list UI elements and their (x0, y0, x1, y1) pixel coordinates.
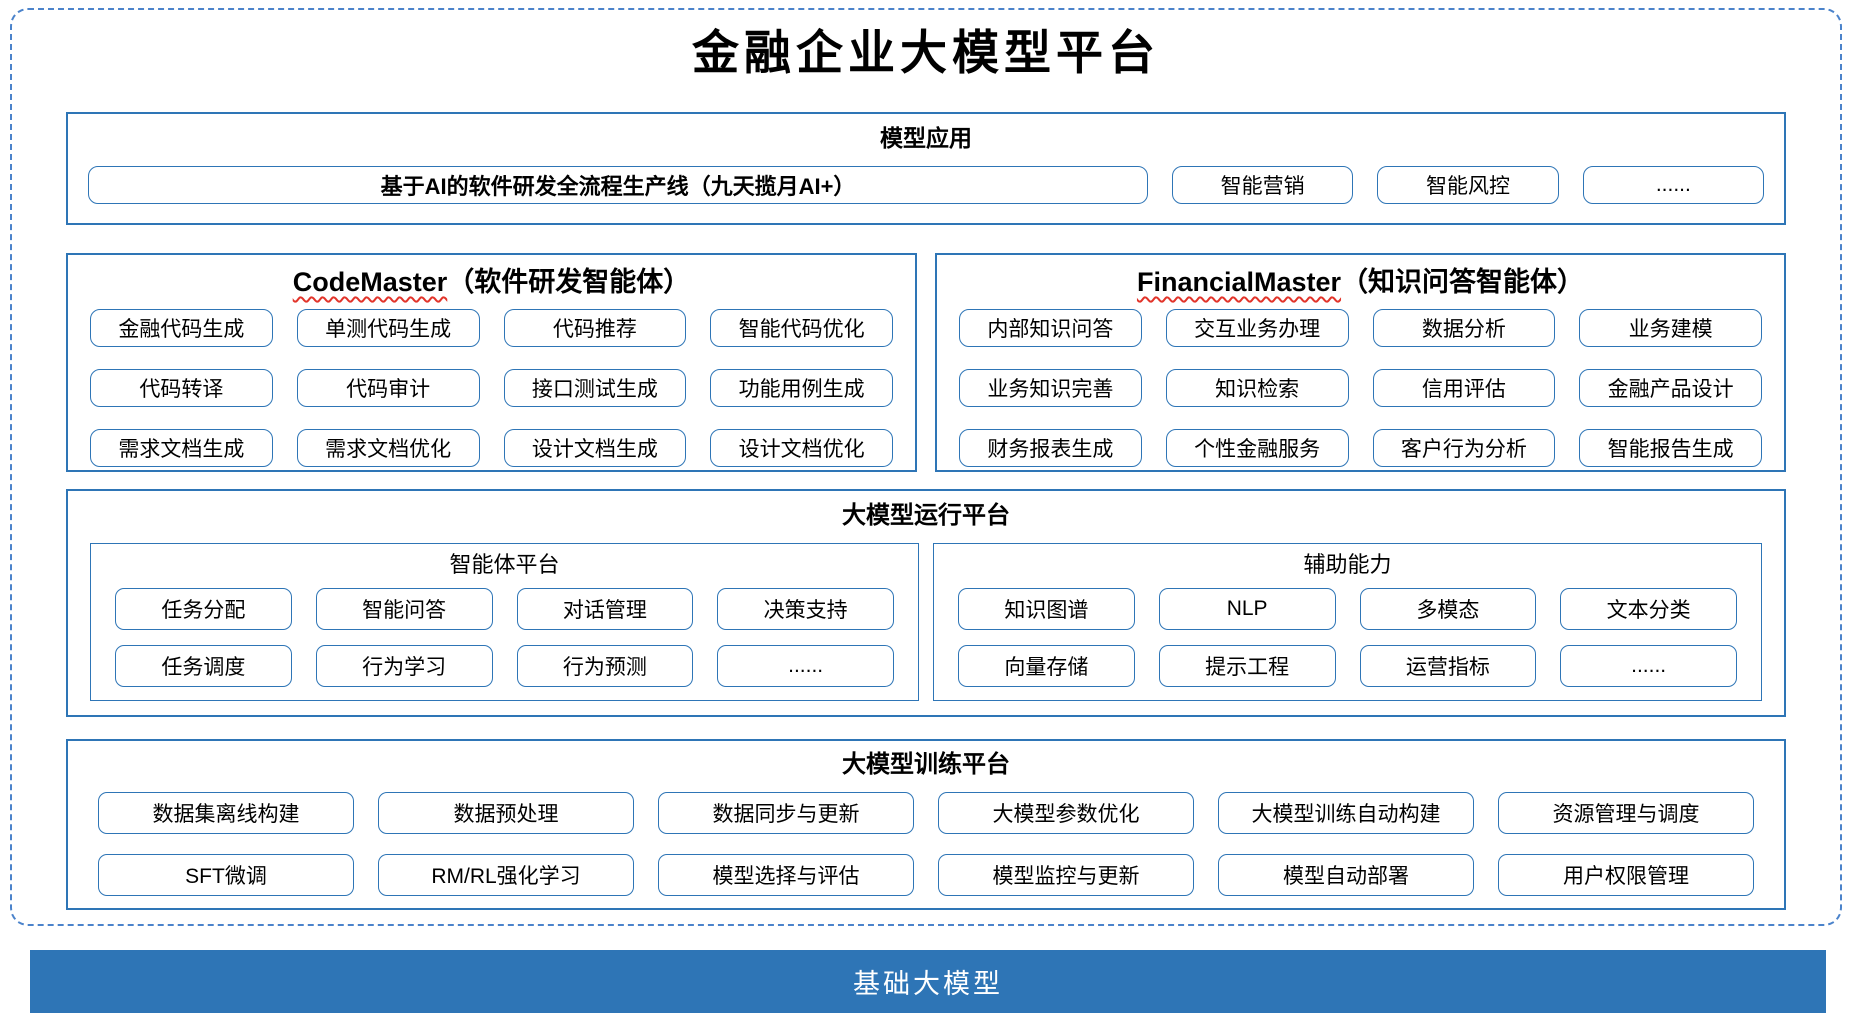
item: 对话管理 (516, 588, 694, 630)
item: 用户权限管理 (1498, 854, 1754, 896)
aux-ability-title: 辅助能力 (1303, 552, 1392, 577)
item: 任务分配 (115, 588, 292, 630)
item: 资源管理与调度 (1498, 792, 1754, 834)
item: 设计文档优化 (710, 429, 893, 467)
item: 行为预测 (516, 645, 694, 687)
item: 代码推荐 (503, 309, 687, 347)
item: 金融代码生成 (90, 309, 273, 347)
item: 接口测试生成 (503, 369, 687, 407)
item: 智能问答 (315, 588, 493, 630)
item: 模型选择与评估 (658, 854, 914, 896)
page-title: 金融企业大模型平台 (692, 26, 1160, 81)
codemaster-title-zh: （软件研发智能体） (447, 267, 691, 297)
item: 运营指标 (1359, 645, 1537, 687)
base-model-label: 基础大模型 (853, 969, 1003, 999)
codemaster-title-en: CodeMaster (292, 267, 448, 297)
item: 需求文档优化 (296, 429, 480, 467)
item: RM/RL强化学习 (378, 854, 634, 896)
item: 模型监控与更新 (938, 854, 1194, 896)
training-platform-title: 大模型训练平台 (842, 751, 1010, 778)
item: NLP (1158, 588, 1336, 630)
item: 知识检索 (1165, 369, 1349, 407)
runtime-columns: 智能体平台 任务分配 智能问答 对话管理 决策支持 任务调度 行为学习 行为预测… (90, 543, 1762, 701)
section-training-platform: 大模型训练平台 数据集离线构建 数据预处理 数据同步与更新 大模型参数优化 大模… (66, 739, 1786, 910)
item-smart-risk-control: 智能风控 (1377, 166, 1559, 204)
financialmaster-grid: 内部知识问答 交互业务办理 数据分析 业务建模 业务知识完善 知识检索 信用评估… (951, 309, 1770, 467)
item: 知识图谱 (958, 588, 1135, 630)
item: 内部知识问答 (959, 309, 1142, 347)
item: 金融产品设计 (1579, 369, 1762, 407)
financialmaster-title-zh: （知识问答智能体） (1341, 267, 1585, 297)
subsection-aux-ability: 辅助能力 知识图谱 NLP 多模态 文本分类 向量存储 提示工程 运营指标 ..… (933, 543, 1762, 701)
item: 信用评估 (1372, 369, 1556, 407)
codemaster-title: CodeMaster（软件研发智能体） (82, 263, 901, 301)
agent-platform-title: 智能体平台 (449, 552, 560, 577)
item: 交互业务办理 (1165, 309, 1349, 347)
financialmaster-title-en: FinancialMaster (1136, 267, 1342, 297)
item: 行为学习 (315, 645, 493, 687)
item: 业务知识完善 (959, 369, 1142, 407)
section-financialmaster: FinancialMaster（知识问答智能体） 内部知识问答 交互业务办理 数… (935, 253, 1786, 472)
agent-platform-grid: 任务分配 智能问答 对话管理 决策支持 任务调度 行为学习 行为预测 .....… (107, 588, 902, 687)
agents-row: CodeMaster（软件研发智能体） 金融代码生成 单测代码生成 代码推荐 智… (66, 253, 1786, 472)
item: 模型自动部署 (1218, 854, 1474, 896)
item-ai-dev-pipeline: 基于AI的软件研发全流程生产线（九天揽月AI+） (88, 166, 1149, 204)
item: 智能报告生成 (1579, 429, 1762, 467)
item: 提示工程 (1158, 645, 1336, 687)
item: 数据分析 (1372, 309, 1556, 347)
item: 需求文档生成 (90, 429, 273, 467)
section-runtime-platform: 大模型运行平台 智能体平台 任务分配 智能问答 对话管理 决策支持 任务调度 行… (66, 489, 1786, 717)
item: 客户行为分析 (1372, 429, 1556, 467)
item: 大模型参数优化 (938, 792, 1194, 834)
item: 功能用例生成 (710, 369, 893, 407)
training-grid: 数据集离线构建 数据预处理 数据同步与更新 大模型参数优化 大模型训练自动构建 … (90, 792, 1762, 896)
financialmaster-title: FinancialMaster（知识问答智能体） (951, 263, 1770, 301)
item: 数据集离线构建 (98, 792, 354, 834)
item: 单测代码生成 (296, 309, 480, 347)
item: 个性金融服务 (1165, 429, 1349, 467)
runtime-platform-title: 大模型运行平台 (842, 502, 1010, 529)
codemaster-grid: 金融代码生成 单测代码生成 代码推荐 智能代码优化 代码转译 代码审计 接口测试… (82, 309, 901, 467)
item: 代码转译 (90, 369, 273, 407)
item: 大模型训练自动构建 (1218, 792, 1474, 834)
item: 决策支持 (717, 588, 894, 630)
item-more-ellipsis: ...... (1582, 166, 1764, 204)
item: SFT微调 (98, 854, 354, 896)
section-model-apps-title: 模型应用 (880, 125, 972, 151)
item: 数据同步与更新 (658, 792, 914, 834)
subsection-agent-platform: 智能体平台 任务分配 智能问答 对话管理 决策支持 任务调度 行为学习 行为预测… (90, 543, 919, 701)
section-codemaster: CodeMaster（软件研发智能体） 金融代码生成 单测代码生成 代码推荐 智… (66, 253, 917, 472)
item: 业务建模 (1579, 309, 1762, 347)
item: 任务调度 (115, 645, 292, 687)
item: 向量存储 (958, 645, 1135, 687)
item: 财务报表生成 (959, 429, 1142, 467)
item: 代码审计 (296, 369, 480, 407)
item: ...... (717, 645, 894, 687)
item: 设计文档生成 (503, 429, 687, 467)
item: 数据预处理 (378, 792, 634, 834)
platform-outer-frame: 金融企业大模型平台 模型应用 基于AI的软件研发全流程生产线（九天揽月AI+） … (10, 8, 1842, 926)
item: 多模态 (1359, 588, 1537, 630)
item: ...... (1560, 645, 1737, 687)
aux-ability-grid: 知识图谱 NLP 多模态 文本分类 向量存储 提示工程 运营指标 ...... (950, 588, 1745, 687)
base-model-bar: 基础大模型 (30, 950, 1826, 1013)
item-smart-marketing: 智能营销 (1172, 166, 1354, 204)
item: 智能代码优化 (710, 309, 893, 347)
item: 文本分类 (1560, 588, 1737, 630)
section-model-apps: 模型应用 基于AI的软件研发全流程生产线（九天揽月AI+） 智能营销 智能风控 … (66, 112, 1786, 225)
model-apps-row: 基于AI的软件研发全流程生产线（九天揽月AI+） 智能营销 智能风控 .....… (88, 166, 1764, 204)
